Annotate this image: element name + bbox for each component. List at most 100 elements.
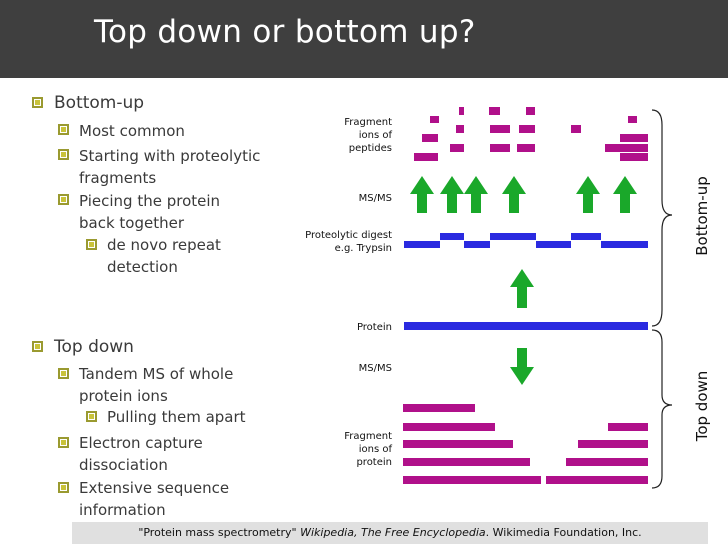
title-bar (0, 0, 728, 78)
intact-protein-bar (404, 322, 648, 330)
label-protein: Protein (356, 322, 392, 333)
bullet-tandem-line1: Tandem MS of whole (79, 365, 234, 383)
caption-italic: Wikipedia, The Free Encyclopedia (300, 526, 486, 539)
protein-fragment-bar (403, 423, 495, 431)
bullet-proteolytic: Starting with proteolytic fragments (79, 145, 260, 189)
label-fragment-peptides-line2: ions of (358, 130, 392, 141)
bullet-ecd-line2: dissociation (79, 456, 168, 474)
label-fragment-peptides-line1: Fragment (344, 117, 392, 128)
down-arrow-icon (510, 348, 534, 385)
label-fragment-protein-line1: Fragment (344, 431, 392, 442)
label-proteolytic-digest: Proteolytic digest e.g. Trypsin (305, 229, 392, 255)
label-proteolytic-digest-line1: Proteolytic digest (305, 230, 392, 241)
bullet-most-common: Most common (79, 122, 185, 140)
bullet-extensive-line1: Extensive sequence (79, 479, 230, 497)
up-arrow-icon (464, 176, 488, 213)
caption-post: . Wikimedia Foundation, Inc. (485, 526, 642, 539)
peptide-fragment-bar (519, 125, 535, 133)
bullet-proteolytic-line2: fragments (79, 169, 157, 187)
protein-fragment-bar (403, 476, 541, 484)
up-arrow-icon (613, 176, 637, 213)
bullet-top-down: Top down (54, 337, 134, 357)
protein-fragment-ions (403, 404, 648, 484)
proteolytic-digest-fragments (404, 233, 648, 248)
peptide-fragment-bar (456, 125, 464, 133)
peptide-fragment-bar (605, 144, 648, 152)
label-fragment-protein-line2: ions of (358, 444, 392, 455)
label-fragment-peptides: Fragment ions of peptides (344, 116, 392, 155)
peptide-fragment-bar (430, 116, 439, 123)
bottom-up-brace (651, 109, 673, 327)
bullet-extensive: Extensive sequence information (79, 477, 229, 521)
digest-segment (440, 233, 464, 240)
peptide-fragment-bar (490, 144, 510, 152)
peptide-fragment-bar (459, 107, 464, 115)
protein-fragment-bar (608, 423, 648, 431)
peptide-fragment-bar (571, 125, 581, 133)
protein-fragment-bar (403, 440, 513, 448)
peptide-fragment-bar (620, 153, 648, 161)
bullet-piecing-line1: Piecing the protein (79, 192, 221, 210)
peptide-fragment-bar (414, 153, 438, 161)
digest-segment (601, 241, 648, 248)
peptide-fragment-ions (414, 107, 648, 161)
bullet-ecd-line1: Electron capture (79, 434, 203, 452)
label-proteolytic-digest-line2: e.g. Trypsin (334, 243, 392, 254)
up-arrow-icon (510, 269, 534, 308)
peptide-fragment-bar (526, 107, 535, 115)
bullet-icon (58, 368, 69, 379)
protein-fragment-bar (403, 404, 475, 412)
peptide-fragment-bar (517, 144, 535, 152)
digest-segment (536, 241, 571, 248)
bullet-icon (32, 341, 43, 352)
bullet-icon (58, 482, 69, 493)
peptide-fragment-bar (422, 134, 438, 142)
protein-fragment-bar (546, 476, 648, 484)
bullet-icon (58, 124, 69, 135)
label-msms-top: MS/MS (358, 193, 392, 204)
up-arrow-icon (502, 176, 526, 213)
digest-segment (490, 233, 536, 240)
bullet-pulling: Pulling them apart (107, 408, 246, 426)
label-msms-bottom: MS/MS (358, 363, 392, 374)
peptide-fragment-bar (490, 125, 510, 133)
peptide-fragment-bar (489, 107, 500, 115)
digest-segment (571, 233, 601, 240)
label-fragment-protein-line3: protein (356, 457, 392, 468)
top-down-brace (651, 329, 673, 489)
bullet-piecing-line2: back together (79, 214, 185, 232)
bullet-icon (58, 437, 69, 448)
bullet-piecing: Piecing the protein back together (79, 190, 220, 234)
protein-fragment-bar (566, 458, 648, 466)
bullet-proteolytic-line1: Starting with proteolytic (79, 147, 261, 165)
bullet-icon (58, 149, 69, 160)
digest-segment (464, 241, 490, 248)
bullet-bottom-up: Bottom-up (54, 93, 145, 113)
label-fragment-protein: Fragment ions of protein (344, 430, 392, 469)
bullet-ecd: Electron capture dissociation (79, 432, 203, 476)
msms-arrows-top (410, 176, 637, 213)
peptide-fragment-bar (628, 116, 637, 123)
bullet-extensive-line2: information (79, 501, 166, 519)
bullet-icon (86, 239, 97, 250)
up-arrow-icon (410, 176, 434, 213)
slide-title: Top down or bottom up? (94, 14, 476, 50)
protein-fragment-bar (578, 440, 648, 448)
bullet-denovo-line1: de novo repeat (107, 236, 221, 254)
bullet-icon (32, 97, 43, 108)
up-arrow-icon (440, 176, 464, 213)
protein-fragment-bar (403, 458, 530, 466)
caption-pre: "Protein mass spectrometry" (138, 526, 301, 539)
digest-segment (404, 241, 440, 248)
up-arrow-icon (576, 176, 600, 213)
peptide-fragment-bar (450, 144, 464, 152)
label-fragment-peptides-line3: peptides (348, 143, 392, 154)
bullet-denovo-line2: detection (107, 258, 178, 276)
bullet-denovo: de novo repeat detection (107, 234, 221, 278)
bullet-tandem: Tandem MS of whole protein ions (79, 363, 233, 407)
bullet-icon (58, 194, 69, 205)
bullet-tandem-line2: protein ions (79, 387, 168, 405)
citation-caption: "Protein mass spectrometry" Wikipedia, T… (72, 522, 708, 544)
bullet-icon (86, 411, 97, 422)
